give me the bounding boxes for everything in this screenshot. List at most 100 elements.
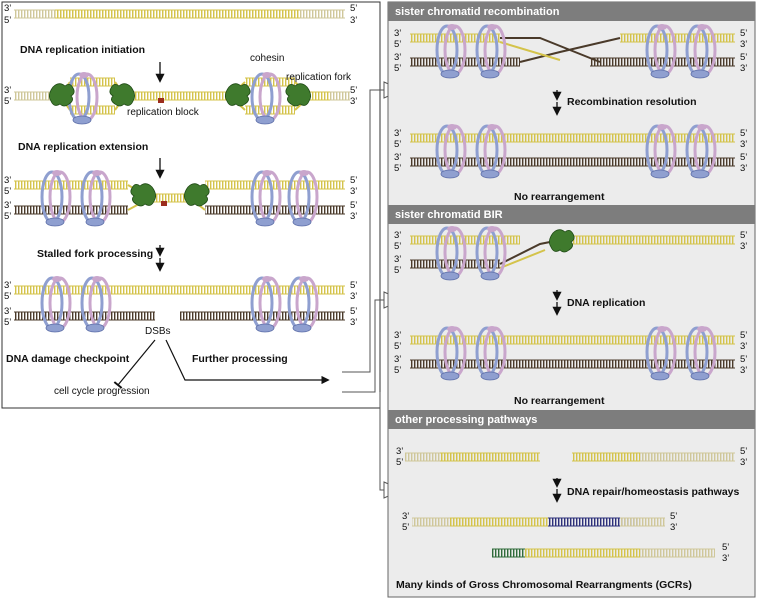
strand-end-label: 3’ <box>4 175 11 186</box>
dna-rungs <box>440 453 540 461</box>
unreplicated-far-right <box>310 91 330 101</box>
dna-rungs <box>14 286 345 294</box>
strand-end-label: 5’ <box>740 152 747 163</box>
step-stalled: Stalled fork processing <box>37 248 153 260</box>
step-checkpoint: DNA damage checkpoint <box>6 353 130 365</box>
cohesin-head <box>262 72 272 78</box>
strand-end-label: 3’ <box>350 317 357 328</box>
strand-end-label: 3’ <box>4 280 11 291</box>
helicase-icon <box>49 83 75 107</box>
cohesin-ring <box>435 24 467 79</box>
strand-end-label: 3’ <box>670 522 677 533</box>
dna-rungs <box>205 181 345 189</box>
checkpoint-inhibition <box>113 339 156 389</box>
cohesin-head <box>299 170 309 176</box>
strand-end-label: 3’ <box>394 230 401 241</box>
section-header-other <box>388 410 755 429</box>
result-no-rearrangement-2: No rearrangement <box>514 395 605 407</box>
strand-end-label: 3’ <box>394 354 401 365</box>
cohesin-head <box>487 326 497 332</box>
strand-end-label: 5’ <box>350 200 357 211</box>
strand-end-label: 3’ <box>740 241 747 252</box>
cohesin-ring <box>250 72 282 125</box>
strand-end-label: 3’ <box>4 200 11 211</box>
cohesin-base <box>85 323 105 333</box>
strand-end-label: 3’ <box>4 3 11 14</box>
cohesin-base <box>480 371 500 381</box>
cohesin-head <box>487 24 497 30</box>
helicase-icon <box>285 83 311 107</box>
step-recombination-resolution: Recombination resolution <box>567 96 697 108</box>
cohesin-base <box>255 217 275 227</box>
cohesin-ring <box>40 170 72 227</box>
strand-end-label: 3’ <box>350 211 357 222</box>
stalled-region <box>150 193 190 203</box>
cohesin-ring <box>645 124 677 179</box>
gcr2-yellow <box>525 548 650 558</box>
cohesin-base <box>255 323 275 333</box>
cohesin-head <box>92 276 102 282</box>
dna-rungs <box>620 34 735 42</box>
dna-rungs <box>410 134 735 142</box>
cohesin-head <box>262 276 272 282</box>
rec-upper-right <box>620 33 735 43</box>
helicase-body <box>549 229 575 253</box>
strand-end-label: 5’ <box>394 139 401 150</box>
helicase-icon <box>109 83 135 107</box>
cohesin-head <box>657 326 667 332</box>
strand-end-label: 5’ <box>394 39 401 50</box>
strand-end-label: 5’ <box>740 446 747 457</box>
strand-end-label: 5’ <box>350 3 357 14</box>
cohesin-base <box>255 115 275 125</box>
cohesin-head <box>447 24 457 30</box>
dsb-end-left <box>440 452 540 462</box>
strand-end-label: 5’ <box>350 306 357 317</box>
cohesin-head <box>79 72 89 78</box>
cohesin-head <box>487 124 497 130</box>
cohesin-head <box>447 226 457 232</box>
dna-rungs <box>640 549 715 557</box>
step-repair-pathways: DNA repair/homeostasis pathways <box>567 486 739 498</box>
connector-bottom <box>379 392 384 491</box>
gcr2-faded <box>640 548 715 558</box>
cohesin-ring <box>80 276 112 333</box>
strand-end-label: 3’ <box>350 291 357 302</box>
cohesin-base <box>650 69 670 79</box>
cohesin-ring <box>685 326 717 381</box>
cohesin-ring <box>475 326 507 381</box>
strand-end-label: 3’ <box>350 186 357 197</box>
cohesin-head <box>447 124 457 130</box>
strand-end-label: 5’ <box>740 28 747 39</box>
strand-end-label: 5’ <box>402 522 409 533</box>
dna-rungs <box>205 206 345 214</box>
gcr1-faded-end <box>620 517 665 527</box>
helicase-body <box>130 183 156 207</box>
section-header-bir <box>388 205 755 224</box>
replication-block-icon <box>161 201 167 206</box>
cohesin-base <box>690 69 710 79</box>
strand-end-label: 3’ <box>740 163 747 174</box>
step-further: Further processing <box>192 353 288 365</box>
dna-rungs <box>492 549 530 557</box>
holliday-junction <box>500 37 621 63</box>
intact-sister <box>14 285 345 295</box>
dna-rungs <box>410 336 735 344</box>
section-title-recombination: sister chromatid recombination <box>395 6 560 18</box>
cohesin-ring <box>250 276 282 333</box>
dna-rungs <box>620 518 665 526</box>
invading-strand <box>499 41 561 61</box>
strand-end-label: 3’ <box>350 96 357 107</box>
strand-end-label: 5’ <box>740 52 747 63</box>
bir-template-right <box>560 235 735 245</box>
replication-block-label: replication block <box>127 107 200 118</box>
strand-end-label: 5’ <box>740 128 747 139</box>
cohesin-head <box>299 276 309 282</box>
helicase-body <box>184 183 210 207</box>
strand-end-label: 3’ <box>740 63 747 74</box>
strand-end-label: 3’ <box>394 52 401 63</box>
cohesin-ring <box>475 124 507 179</box>
cohesin-head <box>697 24 707 30</box>
dna-rungs <box>55 10 300 18</box>
cohesin-base <box>440 169 460 179</box>
